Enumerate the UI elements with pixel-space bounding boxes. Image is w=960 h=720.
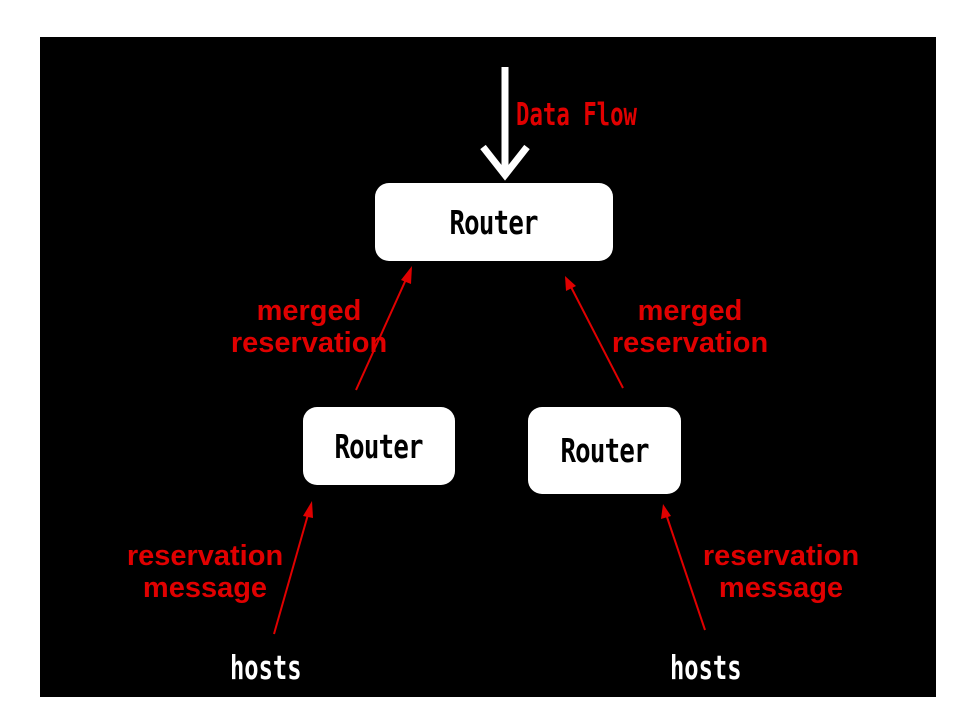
merged-reservation-left-line2: reservation (230, 327, 388, 359)
merged-reservation-label-right: merged reservation (595, 295, 785, 359)
router-top: Router (375, 183, 613, 261)
diagram-canvas: Data Flow Router Router Router merged re… (40, 37, 936, 697)
router-left-label: Router (334, 426, 424, 466)
reservation-message-arrow-left (273, 501, 313, 635)
router-right-label: Router (560, 431, 649, 470)
reservation-message-right-line1: reservation (702, 540, 860, 572)
reservation-message-left-line2: message (142, 572, 268, 604)
hosts-label-right: hosts (670, 648, 742, 687)
reservation-message-label-left: reservation message (110, 540, 300, 604)
hosts-label-left: hosts (230, 648, 302, 687)
reservation-message-arrow-right (661, 504, 706, 631)
merged-reservation-left-line1: merged (256, 295, 362, 327)
arrows-layer (273, 67, 706, 635)
merged-reservation-arrow-left (355, 266, 412, 391)
data-flow-arrow (480, 67, 530, 181)
reservation-message-label-right: reservation message (686, 540, 876, 604)
merged-reservation-label-left: merged reservation (214, 295, 404, 359)
router-left: Router (303, 407, 455, 485)
reservation-message-right-line2: message (718, 572, 844, 604)
data-flow-label: Data Flow (516, 97, 637, 133)
merged-reservation-right-line2: reservation (611, 327, 769, 359)
merged-reservation-arrow-right (565, 276, 624, 389)
reservation-message-left-line1: reservation (126, 540, 284, 572)
merged-reservation-right-line1: merged (637, 295, 743, 327)
router-top-label: Router (449, 202, 539, 242)
router-right: Router (528, 407, 681, 494)
